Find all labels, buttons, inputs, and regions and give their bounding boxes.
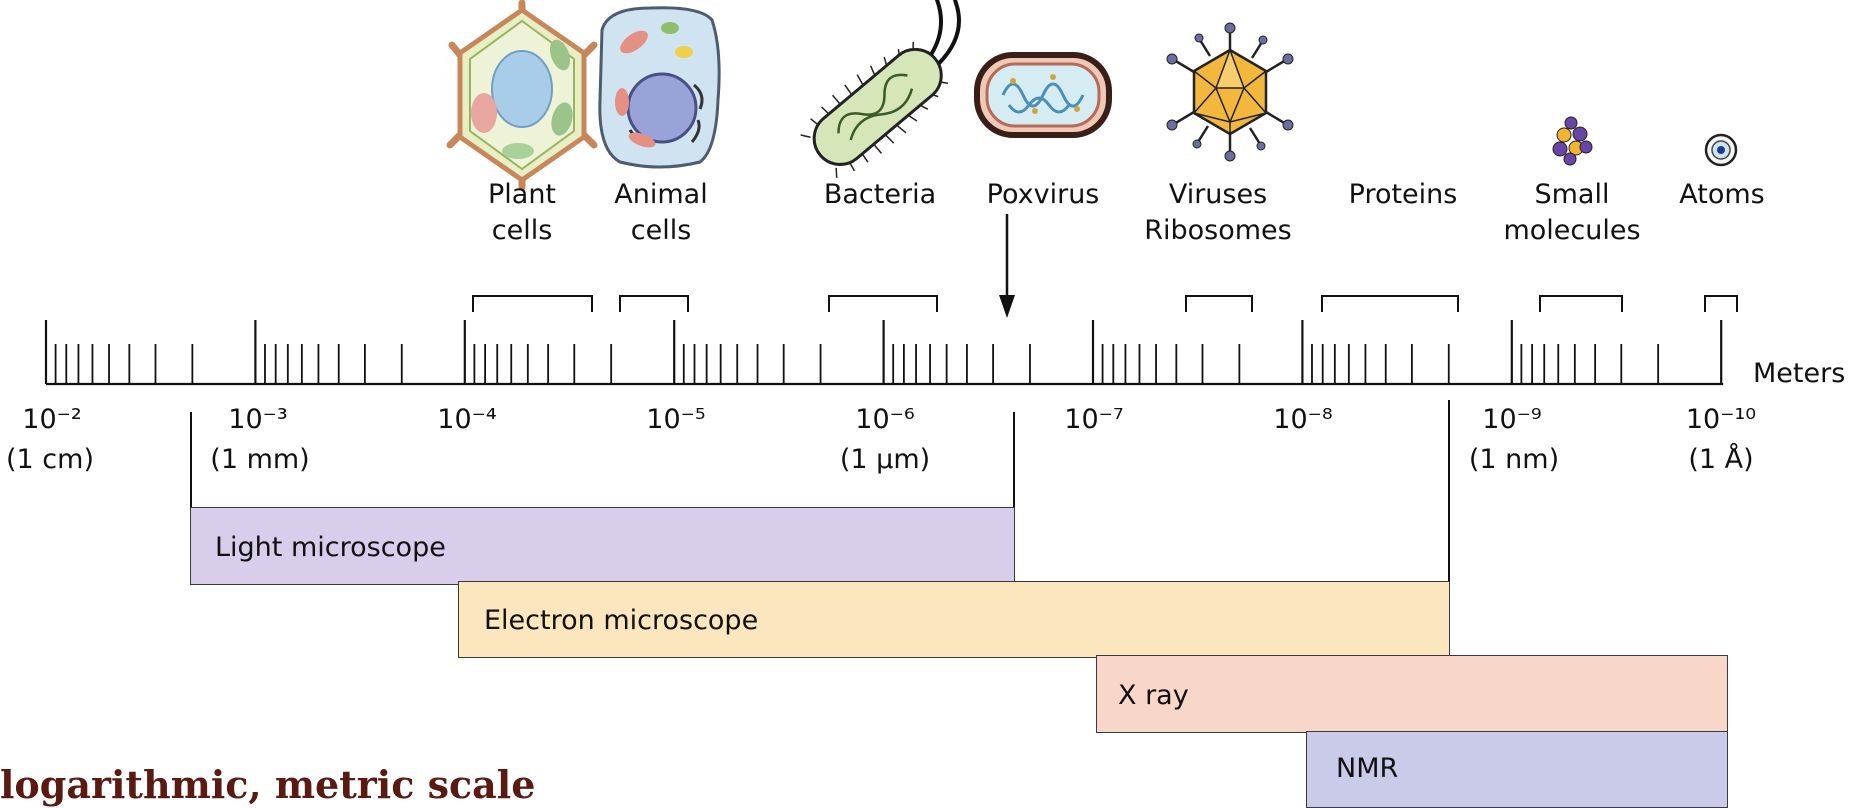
equivalent-label: (1 nm) (1469, 442, 1559, 478)
poxvirus-icon (977, 55, 1109, 135)
equivalent-label: (1 μm) (840, 442, 930, 478)
caption: logarithmic, metric scale (0, 762, 535, 807)
molecule-icon (1553, 117, 1592, 165)
label-animal-cells: Animal cells (614, 177, 707, 249)
plant-cell-icon (450, 3, 594, 187)
label-bacteria: Bacteria (824, 177, 936, 213)
size-range-brackets (473, 296, 1737, 312)
label-poxvirus: Poxvirus (987, 177, 1100, 213)
tick-label: 10⁻⁹ (1482, 402, 1541, 438)
size-bracket (473, 296, 592, 312)
size-bracket (1705, 296, 1737, 312)
label-light-microscope: Light microscope (215, 530, 446, 566)
size-bracket (1540, 296, 1622, 312)
tick-label: 10⁻⁸ (1273, 402, 1332, 438)
label-proteins: Proteins (1349, 177, 1458, 213)
animal-cell-icon (600, 8, 719, 167)
label-plant-cells: Plant cells (488, 177, 556, 249)
tick-label: 10⁻⁷ (1064, 402, 1123, 438)
virus-icon (1167, 23, 1293, 161)
equivalent-label: (1 mm) (210, 442, 309, 478)
label-viruses-ribosomes: Viruses Ribosomes (1144, 177, 1292, 249)
label-electron-microscope: Electron microscope (484, 603, 758, 639)
label-nmr: NMR (1336, 751, 1398, 787)
label-atoms: Atoms (1679, 177, 1764, 213)
poxvirus-arrow (999, 214, 1015, 318)
tick-label: 10⁻¹⁰ (1686, 402, 1756, 438)
size-bracket (1322, 296, 1458, 312)
tick-label: 10⁻² (22, 402, 81, 438)
tick-label: 10⁻⁴ (437, 402, 496, 438)
units-label: Meters (1753, 358, 1845, 389)
equivalent-label: (1 cm) (6, 442, 94, 478)
tick-label: 10⁻⁶ (855, 402, 914, 438)
equivalent-label: (1 Å) (1688, 442, 1753, 478)
size-bracket (620, 296, 688, 312)
tick-label: 10⁻³ (228, 402, 287, 438)
bar-x-ray (1096, 655, 1728, 733)
atom-icon (1706, 135, 1736, 165)
size-bracket (1186, 296, 1252, 312)
label-small-molecules: Small molecules (1503, 177, 1640, 249)
log-ruler (46, 320, 1723, 384)
tick-label: 10⁻⁵ (646, 402, 705, 438)
label-x-ray: X ray (1118, 678, 1189, 714)
size-bracket (829, 296, 937, 312)
